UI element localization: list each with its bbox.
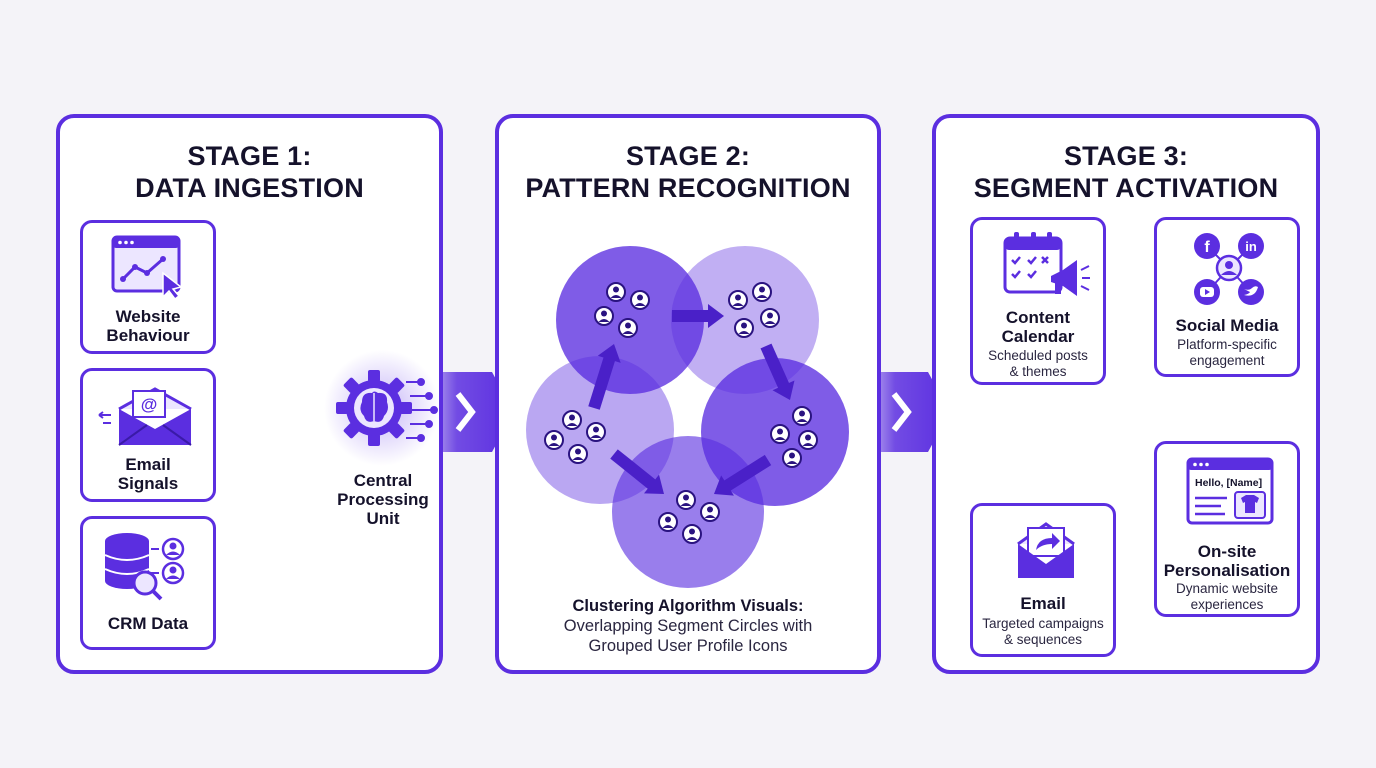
onsite-personalisation-label: On-site Personalisation — [1163, 542, 1291, 580]
svg-text:in: in — [1245, 239, 1257, 254]
svg-text:@: @ — [141, 395, 158, 414]
social-media-label: Social Media — [1175, 316, 1279, 335]
email-activation-desc: Targeted campaigns & sequences — [982, 616, 1104, 647]
database-users-icon — [104, 533, 185, 601]
envelope-at-icon: @ — [98, 387, 192, 446]
cpu-gear-brain-icon — [324, 350, 440, 466]
crm-data-label: CRM Data — [107, 614, 189, 633]
content-calendar-card[interactable]: Content Calendar Scheduled posts & theme… — [970, 217, 1106, 385]
personalised-greeting: Hello, [Name] — [1195, 477, 1262, 489]
content-calendar-label: Content Calendar — [1001, 308, 1075, 346]
website-behaviour-card[interactable]: Website Behaviour — [80, 220, 216, 354]
svg-text:f: f — [1204, 239, 1210, 256]
cpu-label: Central Processing Unit — [337, 471, 429, 528]
stage-title: STAGE 3: SEGMENT ACTIVATION — [973, 141, 1279, 203]
website-behaviour-label: Website Behaviour — [106, 307, 190, 345]
content-calendar-desc: Scheduled posts & themes — [988, 348, 1088, 379]
band-chevron — [891, 392, 912, 432]
email-activation-card[interactable]: Email Targeted campaigns & sequences — [970, 503, 1116, 657]
band-chevron — [455, 392, 476, 432]
email-signals-label: Email Signals — [117, 455, 179, 493]
calendar-megaphone-icon — [1003, 232, 1090, 296]
onsite-personalisation-desc: Dynamic website experiences — [1175, 581, 1279, 612]
onsite-personalisation-card[interactable]: Hello, [Name] On-site Personalisation Dy… — [1154, 441, 1300, 617]
clustering-caption: Clustering Algorithm Visuals: Overlappin… — [563, 597, 813, 655]
social-media-card[interactable]: f in Social Media Platform-specific enga… — [1154, 217, 1300, 377]
browser-personalise-icon: Hello, [Name] — [1186, 457, 1274, 525]
social-media-desc: Platform-specific engagement — [1177, 337, 1277, 368]
crm-data-card[interactable]: CRM Data — [80, 516, 216, 650]
stage-pattern-recognition: STAGE 2: PATTERN RECOGNITION Clustering … — [495, 114, 881, 674]
email-activation-label: Email — [1020, 594, 1066, 613]
stage-title: STAGE 1: DATA INGESTION — [135, 141, 364, 203]
stage-title: STAGE 2: PATTERN RECOGNITION — [525, 141, 851, 203]
browser-chart-icon — [111, 235, 183, 299]
social-network-icon: f in — [1194, 233, 1264, 305]
envelope-forward-icon — [1017, 522, 1075, 578]
email-signals-card[interactable]: @ Email Signals — [80, 368, 216, 502]
